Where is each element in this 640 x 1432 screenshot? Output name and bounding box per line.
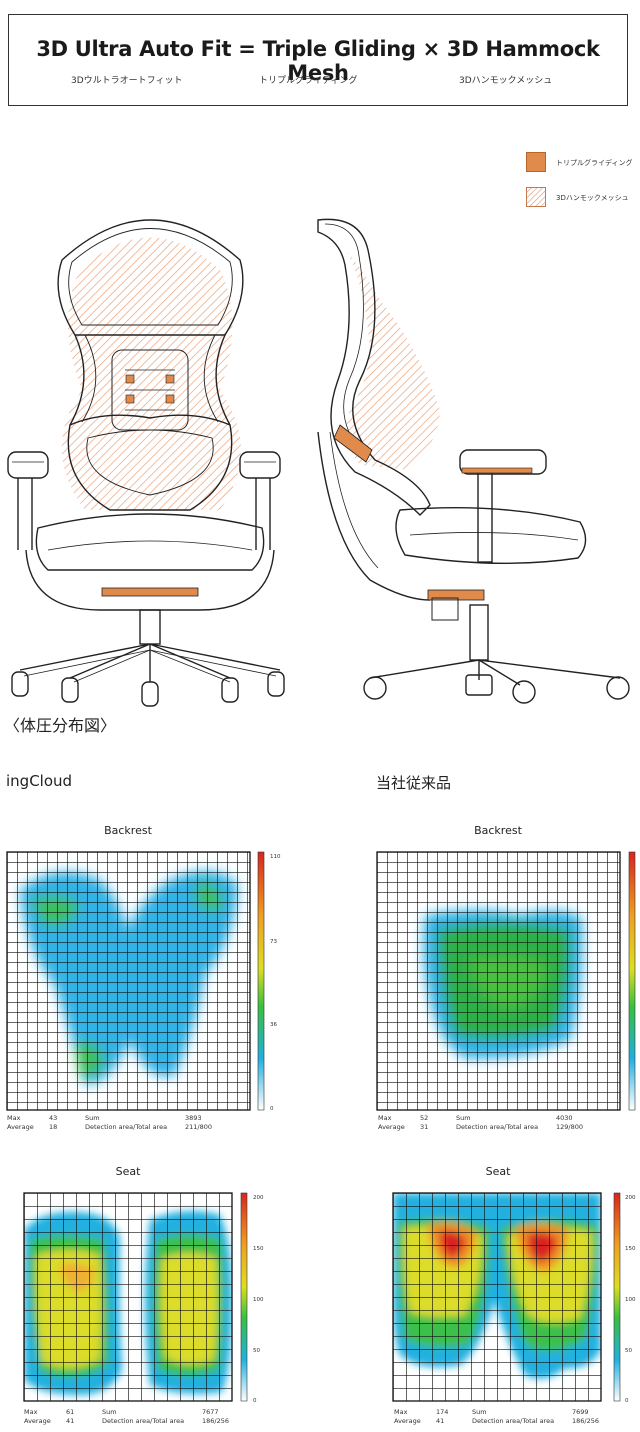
scale-tick: 100 (625, 1297, 636, 1303)
subtitle-ultra-auto-fit: 3Dウルトラオートフィット (71, 76, 183, 86)
stat-detection-value: 186/256 (202, 1417, 230, 1425)
stat-sum-value: 4030 (556, 1114, 573, 1122)
stat-label: Sum (456, 1114, 471, 1122)
stats-right-backrest: Max 52 Sum 4030 Average 31 Detection are… (378, 1114, 618, 1136)
stat-label: Average (24, 1417, 51, 1425)
panel-title-left-backrest: Backrest (104, 824, 152, 837)
subtitle-triple-gliding: トリプルグライディング (259, 76, 358, 86)
stats-right-seat: Max 174 Sum 7699 Average 41 Detection ar… (394, 1408, 614, 1430)
stat-sum-value: 7677 (202, 1408, 219, 1416)
scale-tick: 150 (253, 1246, 264, 1252)
scale-tick: 110 (270, 854, 281, 860)
stat-label: Detection area/Total area (472, 1417, 555, 1425)
stat-max-value: 61 (66, 1408, 75, 1416)
stat-sum-value: 7699 (572, 1408, 589, 1416)
stat-detection-value: 129/800 (556, 1123, 584, 1131)
scale-tick: 50 (253, 1348, 260, 1354)
stats-left-backrest: Max 43 Sum 3893 Average 18 Detection are… (7, 1114, 247, 1136)
chair-diagram (7, 218, 630, 707)
stat-label: Detection area/Total area (456, 1123, 539, 1131)
color-scale-right-seat (613, 1192, 621, 1402)
stat-detection-value: 211/800 (185, 1123, 213, 1131)
page-title: 3D Ultra Auto Fit = Triple Gliding × 3D … (36, 37, 600, 85)
front-casters (11, 671, 285, 707)
scale-tick: 150 (625, 1246, 636, 1252)
stat-average-value: 31 (420, 1123, 429, 1131)
stat-label: Max (394, 1408, 408, 1416)
scale-tick: 200 (253, 1195, 264, 1201)
heatmap-left-seat: 200 150 100 50 0 (23, 1192, 264, 1404)
stat-average-value: 41 (436, 1417, 445, 1425)
column-label-conventional: 当社従来品 (376, 774, 452, 792)
pressure-distribution-heading: 〈体圧分布図〉 (4, 716, 117, 735)
stat-label: Max (24, 1408, 38, 1416)
scale-tick: 0 (253, 1398, 257, 1404)
title-box: 3D Ultra Auto Fit = Triple Gliding × 3D … (8, 14, 628, 106)
side-casters (363, 674, 630, 704)
heatmap-left-backrest: 110 73 36 0 (6, 851, 281, 1112)
scale-tick: 200 (625, 1195, 636, 1201)
scale-tick: 100 (253, 1297, 264, 1303)
subtitle-hammock-mesh: 3Dハンモックメッシュ (459, 76, 553, 86)
color-scale-right-backrest (628, 851, 636, 1111)
color-scale-left-backrest (257, 851, 265, 1111)
scale-tick: 36 (270, 1022, 277, 1028)
legend-gliding-label: トリプルグライディング (556, 159, 633, 167)
stat-label: Max (378, 1114, 392, 1122)
stat-label: Sum (85, 1114, 100, 1122)
front-mesh-area (61, 237, 241, 510)
side-mesh-area (345, 250, 440, 470)
stat-label: Max (7, 1114, 21, 1122)
color-scale-left-seat (240, 1192, 248, 1402)
scale-tick: 50 (625, 1348, 632, 1354)
heatmap-right-seat: 200 150 100 50 0 (392, 1192, 636, 1404)
stat-average-value: 41 (66, 1417, 75, 1425)
pressure-heatmaps: 110 73 36 0 200 150 100 50 0 (6, 851, 636, 1404)
stat-detection-value: 186/256 (572, 1417, 600, 1425)
chair-front-view (7, 219, 285, 707)
stat-max-value: 174 (436, 1408, 449, 1416)
stat-label: Average (378, 1123, 405, 1131)
stat-label: Average (7, 1123, 34, 1131)
panel-title-left-seat: Seat (115, 1165, 141, 1178)
mesh-swatch (526, 187, 546, 207)
legend-mesh-label: 3Dハンモックメッシュ (556, 194, 629, 202)
stat-sum-value: 3893 (185, 1114, 202, 1122)
stat-label: Detection area/Total area (85, 1123, 168, 1131)
stat-label: Sum (472, 1408, 487, 1416)
column-label-ingcloud: ingCloud (6, 772, 73, 790)
stat-max-value: 52 (420, 1114, 429, 1122)
stat-max-value: 43 (49, 1114, 58, 1122)
stats-left-seat: Max 61 Sum 7677 Average 41 Detection are… (24, 1408, 244, 1430)
chair-side-view (317, 218, 630, 704)
stat-label: Sum (102, 1408, 117, 1416)
stat-label: Detection area/Total area (102, 1417, 185, 1425)
scale-tick: 0 (625, 1398, 629, 1404)
scale-tick: 0 (270, 1106, 274, 1112)
front-headrest (57, 219, 244, 336)
stat-average-value: 18 (49, 1123, 58, 1131)
stat-label: Average (394, 1417, 421, 1425)
gliding-swatch (526, 152, 546, 172)
panel-title-right-seat: Seat (485, 1165, 511, 1178)
scale-tick: 73 (270, 939, 277, 945)
heatmap-right-backrest (376, 851, 636, 1111)
panel-title-right-backrest: Backrest (474, 824, 522, 837)
